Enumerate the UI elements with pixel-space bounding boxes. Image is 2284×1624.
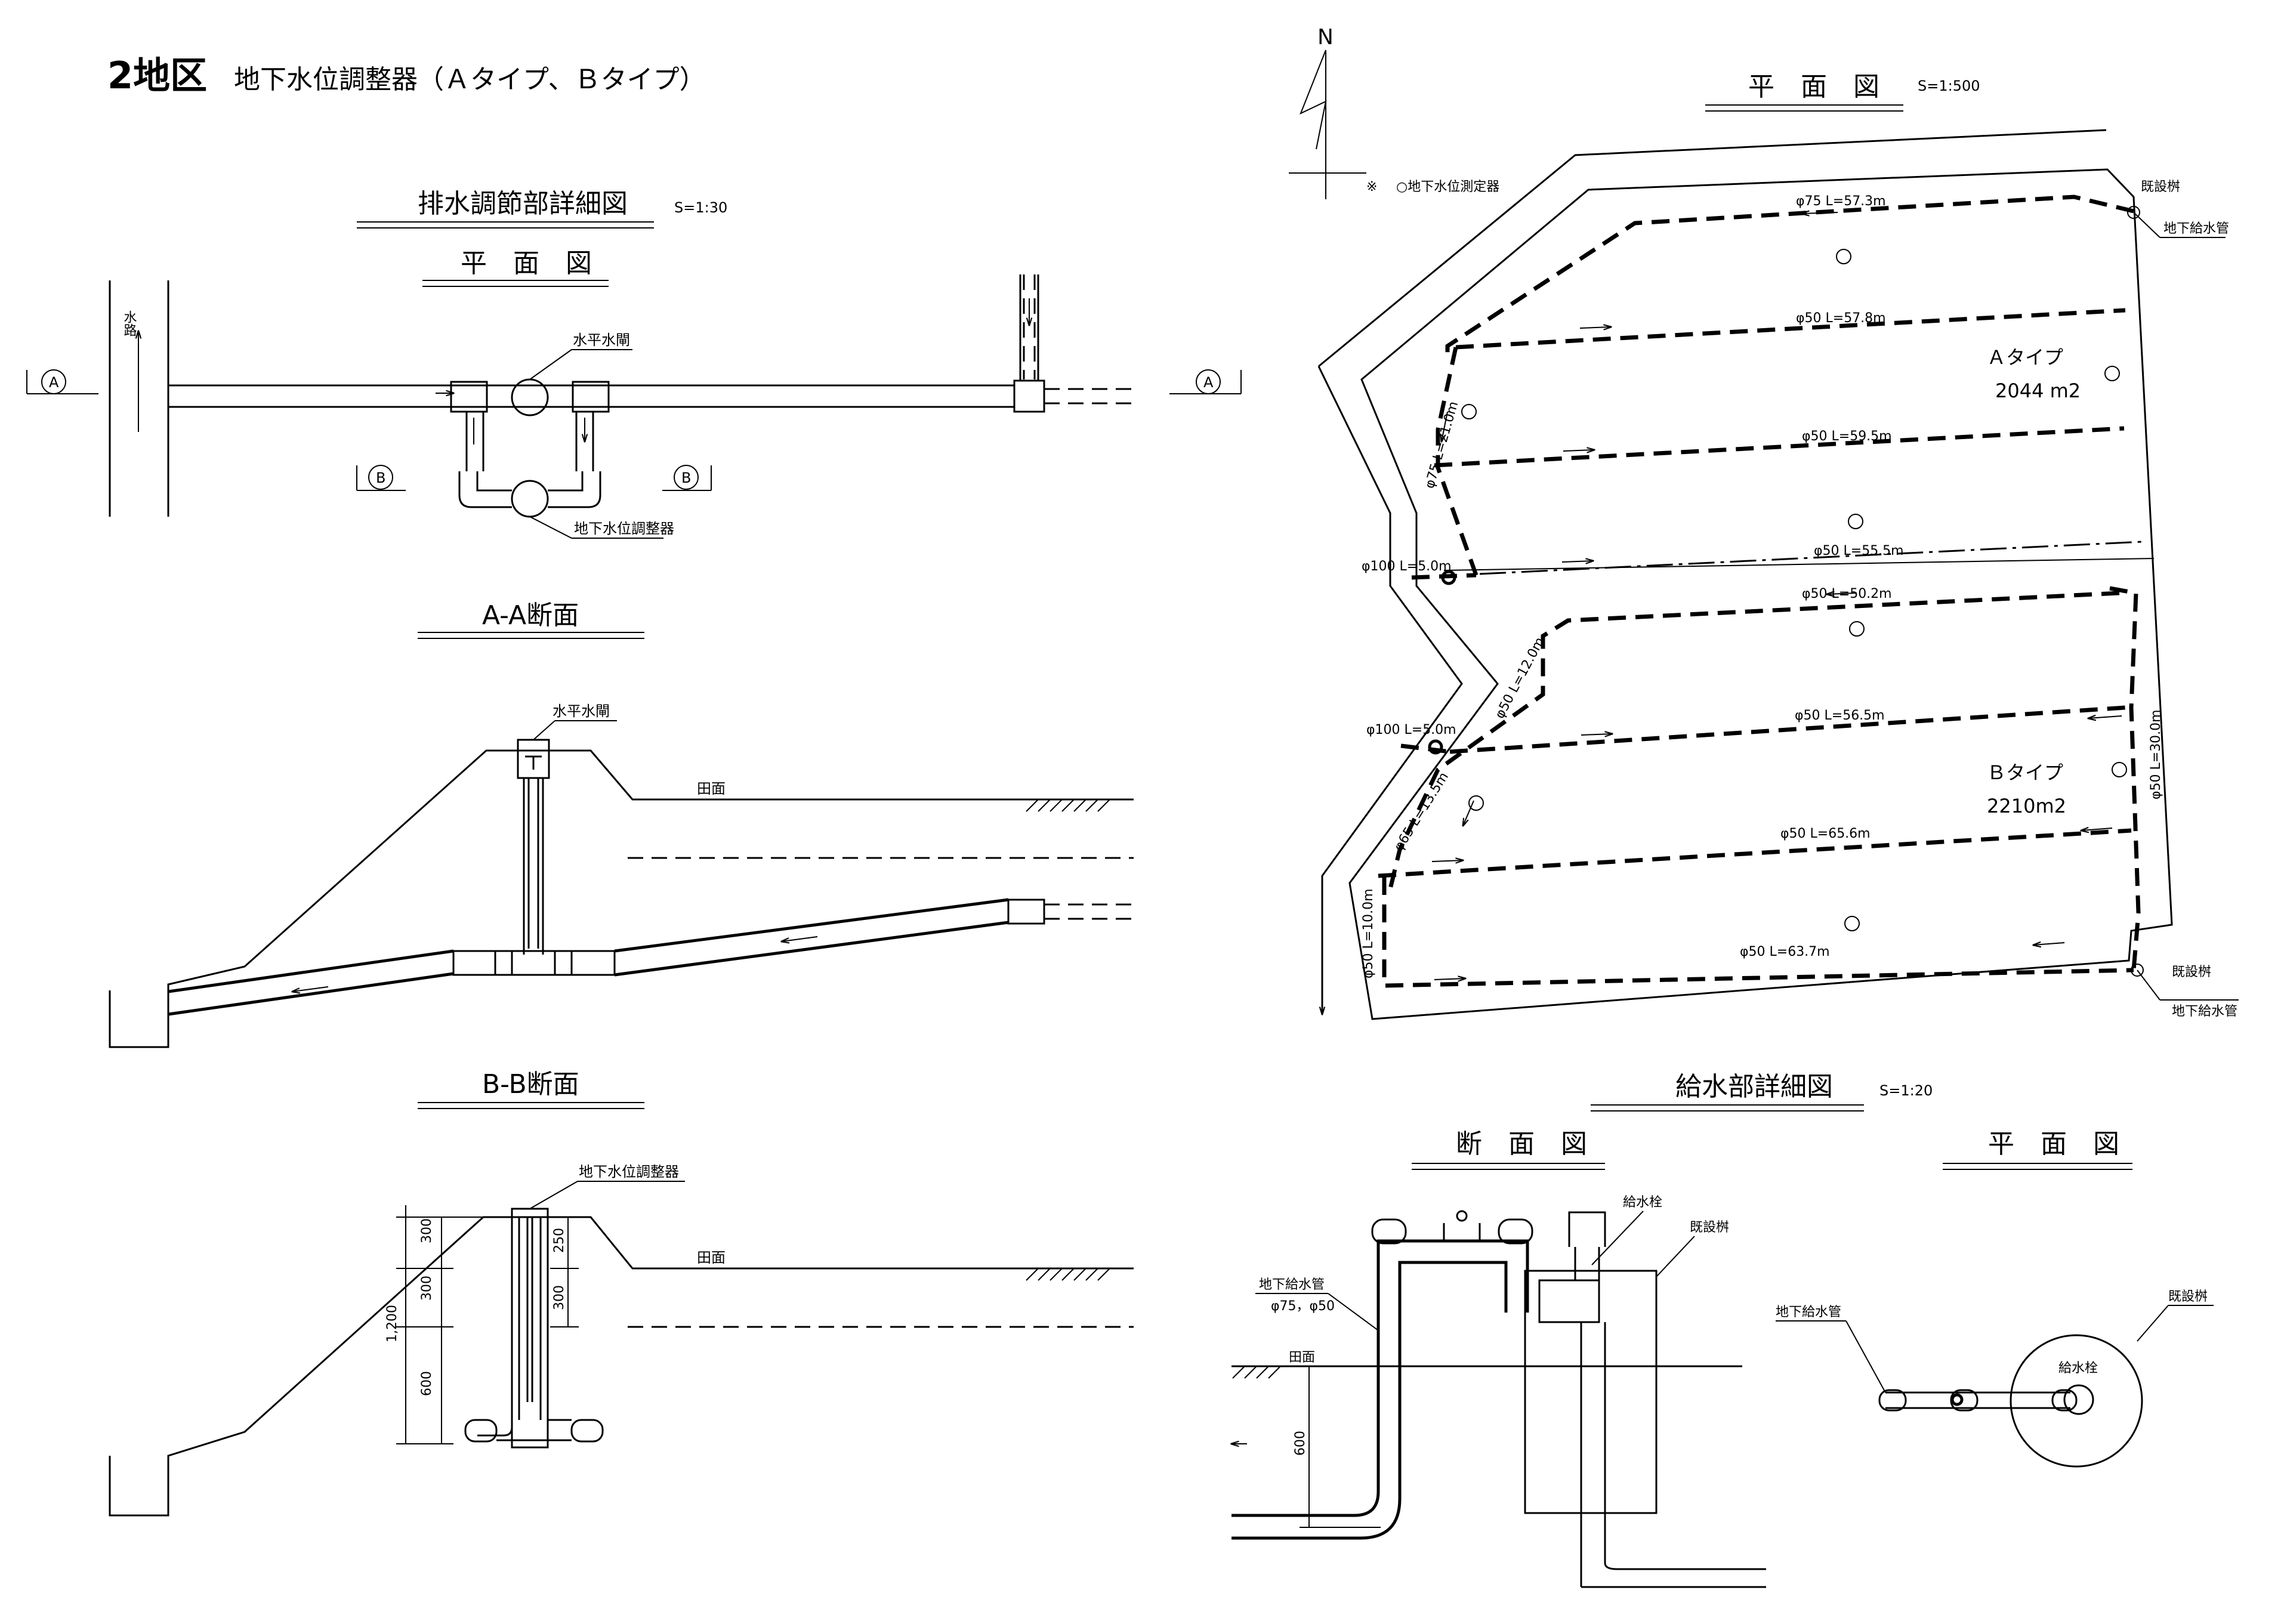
ground-hatch-bb xyxy=(1026,1268,1110,1281)
pipe-label-15: φ50 L=63.7m xyxy=(1740,944,1830,959)
district-title: 2地区 xyxy=(107,54,207,97)
pipe-label-10: φ50 L=56.5m xyxy=(1795,708,1885,723)
existing-box-label: 既設桝 xyxy=(1690,1220,1729,1235)
section-marker-b-left: B xyxy=(356,465,406,491)
drain-detail-heading: 排水調節部詳細図 S=1:30 xyxy=(357,189,727,229)
site-plan-scale: S=1:500 xyxy=(1918,78,1980,94)
regulator-symbol xyxy=(511,480,549,518)
supply-pipe-label: 地下給水管 xyxy=(1259,1277,1325,1292)
supply-pipe-top: 地下給水管 xyxy=(2163,221,2229,236)
supply-pipe-bottom: 地下給水管 xyxy=(2172,1004,2237,1019)
svg-text:A: A xyxy=(1203,374,1214,391)
supply-dim-600: 600 xyxy=(1293,1431,1308,1456)
section-aa-view: A-A断面 田面 水平水閘 xyxy=(109,600,1134,1048)
coupling-icon xyxy=(1441,570,1456,585)
pipe-label-5: φ100 L=5.0m xyxy=(1362,559,1452,574)
supply-section-title: 断 面 図 xyxy=(1456,1129,1587,1159)
section-aa-title: A-A断面 xyxy=(482,600,579,631)
dim-300-top: 300 xyxy=(419,1218,434,1243)
section-bb-title: B-B断面 xyxy=(482,1069,579,1100)
drain-detail-scale: S=1:30 xyxy=(674,199,727,216)
supply-detail-scale: S=1:20 xyxy=(1879,1082,1933,1099)
supply-field-label: 田面 xyxy=(1289,1350,1315,1365)
pipe-label-12: φ65 L=13.5m xyxy=(1391,770,1452,854)
section-marker-a-left: A xyxy=(26,369,98,394)
svg-text:A: A xyxy=(49,374,59,391)
pipe-label-14: φ50 L=10.0m xyxy=(1361,888,1376,978)
existing-box-plan xyxy=(2010,1334,2143,1468)
supply-plan-title: 平 面 図 xyxy=(1988,1129,2119,1159)
drain-detail-title: 排水調節部詳細図 xyxy=(418,189,628,219)
supply-detail: 給水部詳細図 S=1:20 断 面 図 田面 給水栓 xyxy=(1231,1072,2214,1588)
regulator-label-bb: 地下水位調整器 xyxy=(579,1163,679,1180)
hydrant-label: 給水栓 xyxy=(1623,1195,1662,1210)
dim-1200: 1,200 xyxy=(385,1305,400,1342)
svg-text:B: B xyxy=(681,470,691,486)
dim-300-mid: 300 xyxy=(419,1276,434,1301)
ground-hatch-aa xyxy=(1026,799,1110,812)
hydrant-plan-icon xyxy=(2063,1384,2094,1415)
svg-text:B: B xyxy=(376,470,385,486)
existing-box-top: 既設桝 xyxy=(2141,180,2180,194)
site-plan-view: N ※ ○地下水位測定器 平 面 図 S=1:500 既設桝 地下給水管 既設桝… xyxy=(1289,25,2239,1020)
pipe-size-label: φ75，φ50 xyxy=(1271,1299,1335,1314)
dim-600: 600 xyxy=(419,1371,434,1396)
pipe-label-7: φ50 L=50.2m xyxy=(1802,586,1892,601)
pipe-label-4: φ50 L=59.5m xyxy=(1802,429,1892,444)
plan-supply-pipe-label: 地下給水管 xyxy=(1776,1305,1841,1320)
drain-plan-title: 平 面 図 xyxy=(461,248,592,279)
pipe-label-2: φ50 L=57.8m xyxy=(1796,311,1886,326)
section-marker-b-right: B xyxy=(662,465,712,491)
coupling-icon xyxy=(1428,739,1443,755)
existing-box-bottom: 既設桝 xyxy=(2172,965,2211,980)
waterway-label: 水路 xyxy=(122,310,137,336)
area-b-size: 2210m2 xyxy=(1987,795,2066,817)
pipe-label-8: φ50 L=12.0m xyxy=(1492,635,1548,721)
area-a-type: Ａタイプ xyxy=(1987,346,2063,369)
sheet-subject: 地下水位調整器（Ａタイプ、Ｂタイプ） xyxy=(234,64,706,95)
section-marker-a-right: A xyxy=(1169,369,1242,394)
pipe-label-1: φ75 L=57.3m xyxy=(1796,194,1886,209)
area-a-size: 2044 m2 xyxy=(1995,379,2081,402)
gate-label-aa: 水平水閘 xyxy=(553,703,610,720)
measuring-point-icon xyxy=(1461,249,2127,931)
legend-text: ○地下水位測定器 xyxy=(1396,180,1499,194)
pipe-label-6: φ50 L=55.5m xyxy=(1814,544,1904,558)
site-plan-title: 平 面 図 xyxy=(1748,72,1879,102)
regulator-label: 地下水位調整器 xyxy=(574,520,674,537)
area-b-type: Ｂタイプ xyxy=(1987,761,2063,784)
gate-label: 水平水閘 xyxy=(573,332,630,348)
legend-mark: ※ xyxy=(1366,180,1377,194)
dim-300-inner: 300 xyxy=(552,1285,567,1310)
dim-250: 250 xyxy=(552,1228,567,1253)
pipe-label-11: φ50 L=30.0m xyxy=(2149,709,2163,799)
pipe-label-9: φ100 L=5.0m xyxy=(1366,723,1456,737)
svg-text:N: N xyxy=(1317,25,1334,50)
supply-detail-title: 給水部詳細図 xyxy=(1675,1072,1833,1102)
field-label-aa: 田面 xyxy=(697,780,726,797)
north-arrow-icon: N xyxy=(1289,25,1366,199)
section-bb-view: B-B断面 田面 地下水位調整器 xyxy=(109,1069,1134,1517)
plan-hydrant-label: 給水栓 xyxy=(2058,1361,2098,1376)
drain-plan-view: 平 面 図 水路 A A xyxy=(26,248,1242,539)
pipe-label-13: φ50 L=65.6m xyxy=(1780,826,1871,841)
field-label-bb: 田面 xyxy=(697,1249,726,1266)
plan-existing-box-label: 既設桝 xyxy=(2168,1289,2208,1304)
